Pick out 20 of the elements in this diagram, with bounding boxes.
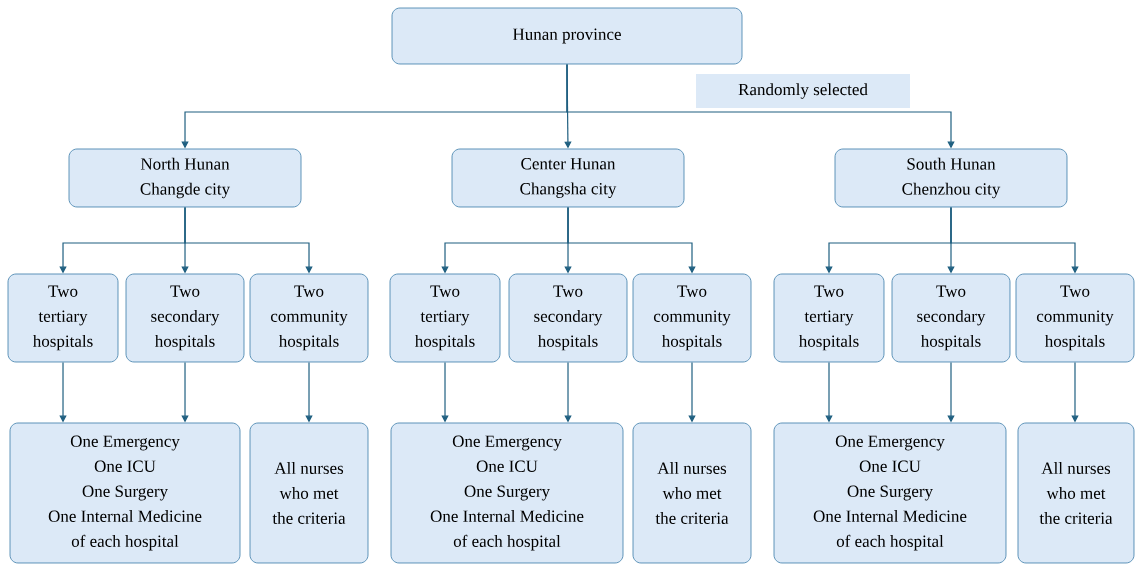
process-box: All nurses who met the criteria — [249, 422, 369, 564]
process-box: Center Hunan Changsha city — [451, 148, 685, 208]
process-box: South Hunan Chenzhou city — [834, 148, 1068, 208]
process-box: Two secondary hospitals — [508, 273, 628, 363]
process-box: Two secondary hospitals — [891, 273, 1011, 363]
process-box: All nurses who met the criteria — [632, 422, 752, 564]
process-box: Two tertiary hospitals — [7, 273, 119, 363]
process-box: Two secondary hospitals — [125, 273, 245, 363]
process-box: Two community hospitals — [249, 273, 369, 363]
note-band: Randomly selected — [696, 74, 910, 108]
process-box: One Emergency One ICU One Surgery One Internal Medicine of each hospital — [9, 422, 241, 564]
process-box: Two community hospitals — [632, 273, 752, 363]
process-box: North Hunan Changde city — [68, 148, 302, 208]
process-box: Hunan province — [391, 7, 743, 65]
process-box: All nurses who met the criteria — [1017, 422, 1135, 564]
process-box: Two tertiary hospitals — [389, 273, 501, 363]
process-box: One Emergency One ICU One Surgery One Internal Medicine of each hospital — [773, 422, 1007, 564]
process-box: Two tertiary hospitals — [773, 273, 885, 363]
process-box: Two community hospitals — [1015, 273, 1135, 363]
process-box: One Emergency One ICU One Surgery One Internal Medicine of each hospital — [390, 422, 624, 564]
